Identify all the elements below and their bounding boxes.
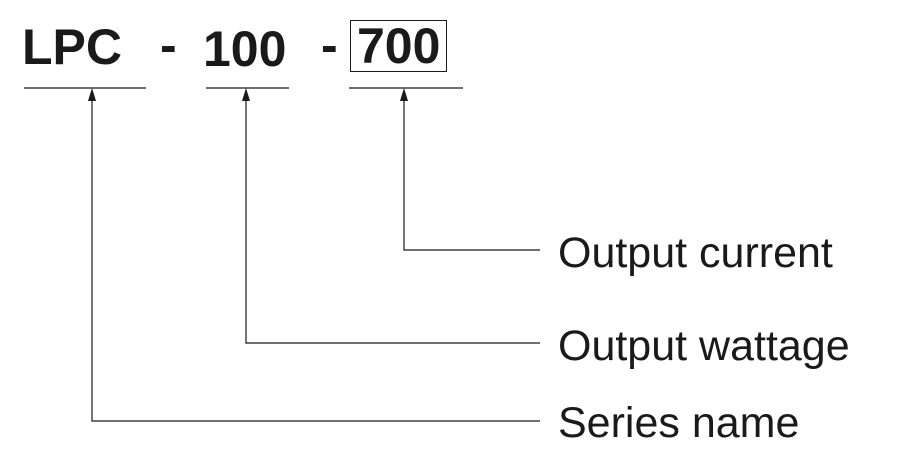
wattage-arrowhead — [242, 88, 250, 101]
current-arrowhead — [400, 88, 408, 101]
output-current-label: Output current — [558, 229, 833, 277]
wattage-code: 100 — [203, 21, 287, 77]
current-leader — [403, 100, 540, 251]
series-leader — [91, 100, 540, 422]
current-code: 700 — [350, 20, 448, 72]
output-wattage-label: Output wattage — [558, 322, 850, 370]
separator-1: - — [160, 17, 177, 73]
series-arrowhead — [88, 88, 96, 101]
wattage-leader — [245, 100, 540, 344]
series-code: LPC — [22, 19, 122, 75]
series-name-label: Series name — [558, 399, 800, 447]
separator-2: - — [321, 17, 338, 73]
